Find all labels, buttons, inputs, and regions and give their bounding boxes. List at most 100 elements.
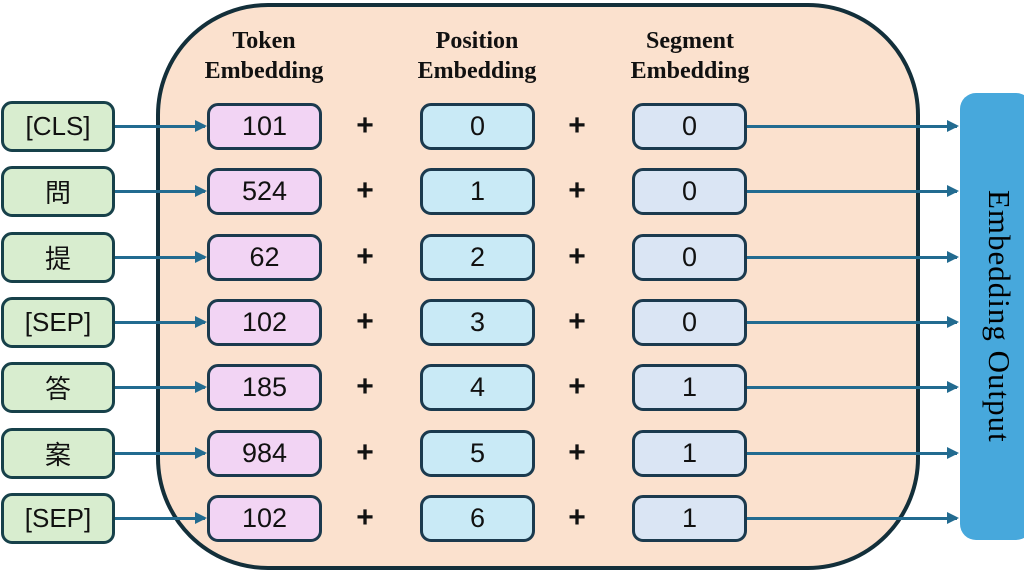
token-id-value: 102 <box>241 502 288 533</box>
embedding-row: [SEP] 102 + 6 + 1 <box>0 492 1024 544</box>
plus-sign: + <box>568 435 586 469</box>
token-embedding-box: 62 <box>207 233 322 281</box>
embedding-row: 案 984 + 5 + 1 <box>0 427 1024 479</box>
token-id-value: 62 <box>249 241 280 272</box>
input-token-label: [CLS] <box>25 111 91 141</box>
plus-sign: + <box>356 370 374 404</box>
input-token-label: 提 <box>44 243 71 274</box>
plus-sign: + <box>568 370 586 404</box>
position-value: 5 <box>469 437 486 468</box>
token-id-value: 185 <box>241 372 288 403</box>
position-value: 3 <box>469 306 486 337</box>
position-embedding-box: 5 <box>420 429 535 477</box>
segment-value: 0 <box>681 241 698 272</box>
token-id-value: 984 <box>241 437 288 468</box>
arrow-head-icon <box>947 185 959 198</box>
segment-embedding-box: 0 <box>632 103 747 150</box>
segment-to-output-arrow <box>747 446 959 459</box>
segment-to-output-arrow <box>747 511 959 524</box>
input-token-label: 問 <box>44 178 71 209</box>
token-to-embedding-arrow <box>115 315 207 328</box>
token-to-embedding-arrow <box>115 120 207 132</box>
segment-embedding-box: 0 <box>632 168 747 216</box>
embedding-row: 問 524 + 1 + 0 <box>0 166 1024 218</box>
plus-sign: + <box>568 109 586 142</box>
arrow-head-icon <box>947 250 959 263</box>
token-to-embedding-arrow <box>115 511 207 524</box>
segment-to-output-arrow <box>747 381 959 394</box>
segment-to-output-arrow <box>747 185 959 198</box>
position-value: 0 <box>469 111 486 141</box>
arrow-head-icon <box>947 381 959 394</box>
embedding-sum-container <box>156 3 920 570</box>
token-embedding-box: 524 <box>207 168 322 216</box>
arrow-head-icon <box>195 120 207 132</box>
input-token-box: 答 <box>1 362 115 414</box>
arrow-head-icon <box>195 315 207 328</box>
input-token-label: [SEP] <box>24 502 92 533</box>
embedding-row: [SEP] 102 + 3 + 0 <box>0 296 1024 348</box>
arrow-head-icon <box>195 185 207 198</box>
plus-sign: + <box>568 174 586 208</box>
input-token-box: 問 <box>1 166 115 218</box>
token-to-embedding-arrow <box>115 446 207 459</box>
token-embedding-box: 102 <box>207 494 322 542</box>
token-id-value: 524 <box>241 176 288 207</box>
input-token-box: [SEP] <box>1 296 115 348</box>
plus-sign: + <box>356 174 374 208</box>
plus-sign: + <box>568 304 586 338</box>
token-embedding-box: 102 <box>207 298 322 346</box>
token-to-embedding-arrow <box>115 381 207 394</box>
embedding-row: 答 185 + 4 + 1 <box>0 362 1024 414</box>
token-to-embedding-arrow <box>115 185 207 198</box>
input-token-box: [CLS] <box>1 101 115 152</box>
plus-sign: + <box>356 304 374 338</box>
token-embedding-header: Token Embedding <box>204 28 324 84</box>
segment-to-output-arrow <box>747 315 959 328</box>
arrow-head-icon <box>195 446 207 459</box>
position-value: 1 <box>469 176 486 207</box>
plus-sign: + <box>568 500 586 534</box>
position-embedding-box: 1 <box>420 168 535 216</box>
position-embedding-header: Position Embedding <box>417 28 537 84</box>
position-value: 2 <box>469 241 486 272</box>
embedding-row: 提 62 + 2 + 0 <box>0 231 1024 283</box>
arrow-head-icon <box>947 315 959 328</box>
token-embedding-box: 984 <box>207 429 322 477</box>
segment-embedding-box: 1 <box>632 494 747 542</box>
input-token-label: [SEP] <box>24 306 92 337</box>
token-id-value: 102 <box>241 306 288 337</box>
segment-value: 1 <box>681 502 698 533</box>
segment-to-output-arrow <box>747 120 959 132</box>
input-token-label: 案 <box>44 439 71 470</box>
position-embedding-box: 6 <box>420 494 535 542</box>
position-embedding-box: 0 <box>420 103 535 150</box>
token-embedding-box: 101 <box>207 103 322 150</box>
segment-value: 1 <box>681 372 698 403</box>
plus-sign: + <box>356 435 374 469</box>
embedding-output-bar: Embedding Output <box>960 93 1024 540</box>
segment-value: 0 <box>681 111 698 141</box>
segment-embedding-header: Segment Embedding <box>630 28 750 84</box>
arrow-head-icon <box>195 381 207 394</box>
token-id-value: 101 <box>241 111 288 141</box>
input-token-box: [SEP] <box>1 492 115 544</box>
arrow-head-icon <box>947 511 959 524</box>
embedding-row: [CLS] 101 + 0 + 0 <box>0 101 1024 152</box>
position-embedding-box: 3 <box>420 298 535 346</box>
segment-embedding-box: 0 <box>632 233 747 281</box>
input-token-label: 答 <box>44 374 71 405</box>
plus-sign: + <box>356 239 374 273</box>
token-embedding-box: 185 <box>207 364 322 412</box>
position-value: 4 <box>469 372 486 403</box>
arrow-head-icon <box>195 250 207 263</box>
input-token-box: 提 <box>1 231 115 283</box>
plus-sign: + <box>356 109 374 142</box>
input-token-box: 案 <box>1 427 115 479</box>
segment-embedding-box: 1 <box>632 364 747 412</box>
arrow-head-icon <box>195 511 207 524</box>
segment-embedding-box: 1 <box>632 429 747 477</box>
arrow-head-icon <box>947 446 959 459</box>
segment-to-output-arrow <box>747 250 959 263</box>
